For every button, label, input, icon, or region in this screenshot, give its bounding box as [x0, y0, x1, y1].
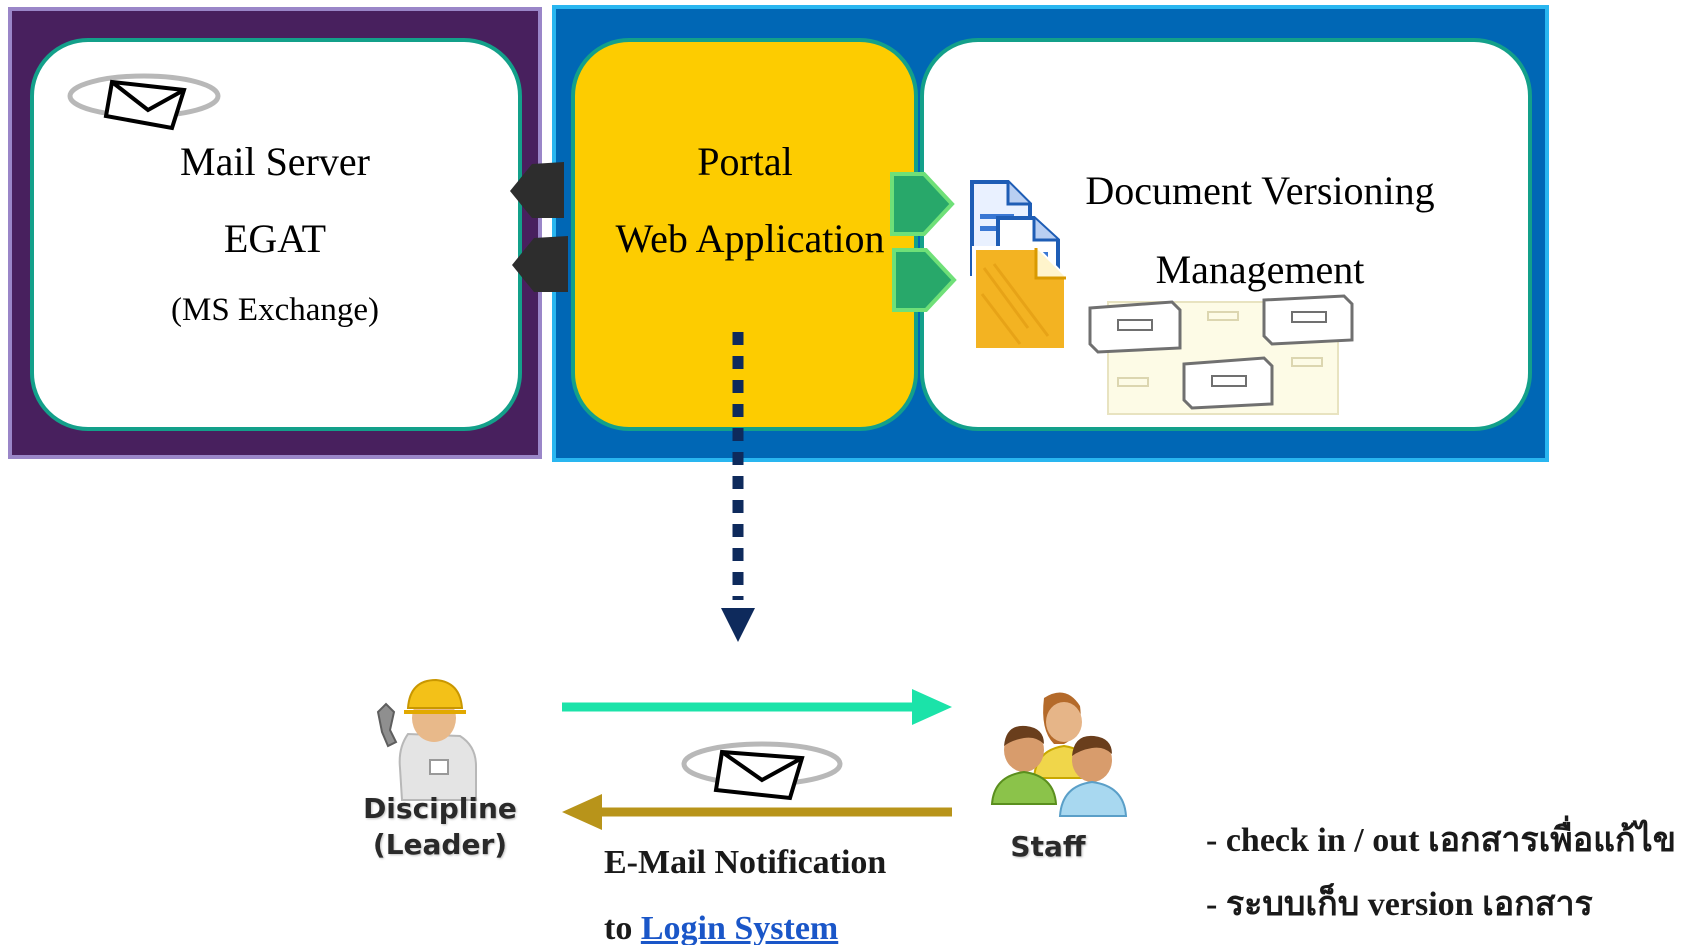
filing-cabinet-icon: [1088, 294, 1354, 415]
leader-label-line2: (Leader): [372, 828, 508, 861]
worker-leader-icon: [376, 678, 477, 801]
portal-doc-connector: [890, 172, 957, 312]
notification-to-prefix: to: [604, 910, 641, 945]
portal-subtitle: Web Application: [615, 216, 885, 261]
mail-envelope-icon: [67, 73, 221, 131]
mail-server-product: (MS Exchange): [170, 292, 380, 328]
note-item-versioning: - ระบบเก็บ version เอกสาร: [1206, 886, 1593, 923]
staff-label: Staff: [1010, 830, 1086, 863]
mail-server-org: EGAT: [223, 216, 327, 261]
leader-label-line1: Discipline: [363, 792, 517, 825]
doc-mgmt-subtitle: Management: [1155, 247, 1365, 292]
staff-group-icon: [990, 692, 1128, 817]
documents-icon: [970, 180, 1068, 352]
notification-mail-icon: [681, 741, 843, 801]
notification-label: E-Mail Notification: [604, 844, 887, 881]
arrow-to-staff: [562, 689, 952, 725]
portal-title: Portal: [697, 139, 793, 184]
notification-target: to Login System: [604, 910, 838, 945]
login-system-link[interactable]: Login System: [640, 910, 839, 945]
note-item-checkin: - check in / out เอกสารเพื่อแก้ไข: [1206, 822, 1676, 859]
doc-mgmt-title: Document Versioning: [1085, 168, 1435, 213]
arrow-to-leader: [562, 794, 952, 830]
mail-server-title: Mail Server: [180, 139, 370, 184]
dotted-down-arrow: [721, 332, 755, 642]
mail-portal-connector: [510, 162, 568, 292]
